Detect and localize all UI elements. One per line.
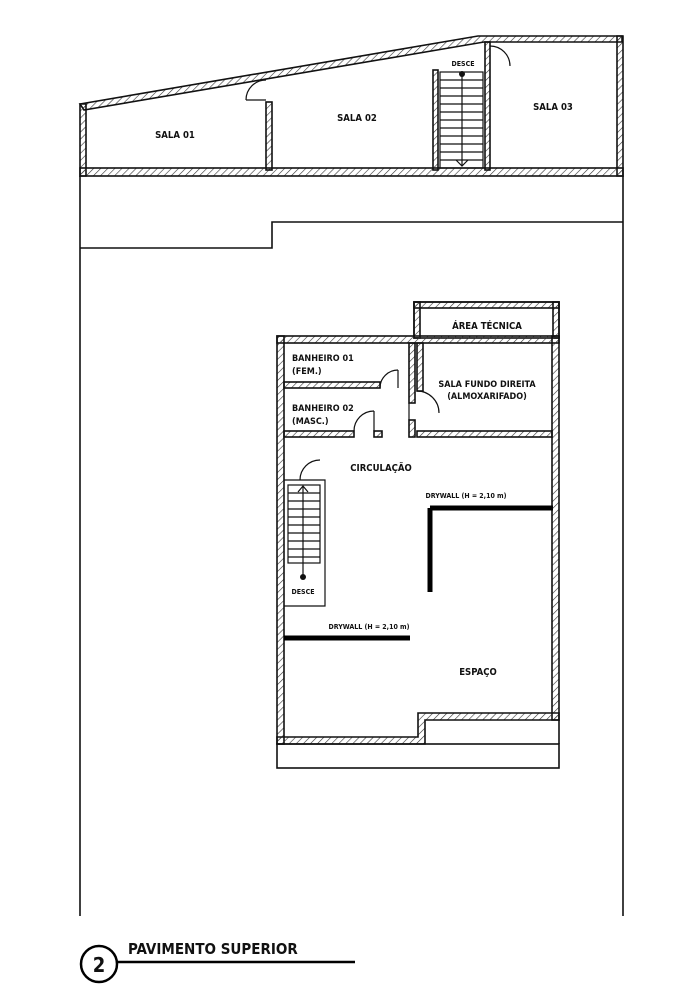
label-drywall-lower: DRYWALL (H = 2,10 m) — [329, 623, 410, 631]
stair-lower — [284, 479, 326, 607]
lower-building: ÁREA TÉCNICA BANHEIRO 01 (FEM.) BANHEIRO… — [276, 301, 560, 769]
main-right-wall — [551, 335, 560, 721]
door-swing-sala02 — [245, 79, 267, 101]
label-espaco: ESPAÇO — [459, 667, 497, 678]
label-sala03: SALA 03 — [533, 102, 573, 113]
label-desce-top: DESCE — [452, 60, 475, 68]
label-banheiro02-sub: (MASC.) — [292, 417, 329, 427]
bottom-slab — [276, 743, 560, 769]
top-sloped-wall — [78, 35, 623, 111]
label-circulacao: CIRCULAÇÃO — [350, 463, 411, 474]
partition-01-02 — [265, 101, 273, 171]
main-left-wall — [276, 335, 285, 745]
door-swing-stair — [489, 45, 511, 67]
stair-wall-left — [432, 69, 439, 171]
door-swing-banheiro01 — [379, 369, 399, 389]
label-sala-fundo: SALA FUNDO DIREITA — [438, 380, 536, 390]
label-drywall-upper: DRYWALL (H = 2,10 m) — [426, 492, 507, 500]
label-sala02: SALA 02 — [337, 113, 377, 124]
door-swing-banheiro02 — [353, 410, 375, 432]
label-banheiro02: BANHEIRO 02 — [292, 404, 354, 414]
label-area-tecnica: ÁREA TÉCNICA — [452, 320, 522, 332]
area-tecnica-top-wall — [413, 301, 560, 309]
label-desce-bottom: DESCE — [292, 588, 315, 596]
area-tecnica-left-wall — [413, 301, 421, 339]
sala-fundo-bottom-wall — [416, 430, 553, 438]
drawing-title-block: 2 PAVIMENTO SUPERIOR — [79, 940, 355, 984]
area-tecnica-right-wall — [552, 301, 560, 339]
door-swing-sala-fundo — [416, 390, 440, 414]
banheiro02-bottom-wall-b — [373, 430, 383, 438]
label-banheiro01-sub: (FEM.) — [292, 367, 322, 377]
label-sala01: SALA 01 — [155, 130, 195, 141]
banheiro-divider — [283, 381, 381, 389]
bath-right-wall-lower — [408, 419, 416, 438]
top-left-wall — [79, 103, 87, 177]
upper-block: SALA 01 SALA 02 SALA 03 DESCE — [78, 35, 624, 177]
main-top-wall — [276, 335, 560, 344]
banheiro02-bottom-wall-a — [283, 430, 355, 438]
stair-wall-right — [484, 41, 491, 171]
site-outline — [79, 176, 624, 916]
top-right-wall — [616, 35, 624, 177]
label-banheiro01: BANHEIRO 01 — [292, 354, 354, 364]
circulacao-arc — [299, 459, 321, 481]
drawing-title: PAVIMENTO SUPERIOR — [128, 940, 298, 958]
stair-top — [439, 71, 484, 169]
sala-fundo-left-wall — [416, 342, 424, 392]
bath-right-wall-upper — [408, 342, 416, 404]
drawing-number-circle — [79, 944, 119, 984]
drawing-number: 2 — [93, 953, 106, 977]
label-sala-fundo-sub: (ALMOXARIFADO) — [447, 392, 527, 402]
main-bottom-wall — [276, 712, 560, 745]
top-block-bottom-wall — [79, 167, 624, 177]
